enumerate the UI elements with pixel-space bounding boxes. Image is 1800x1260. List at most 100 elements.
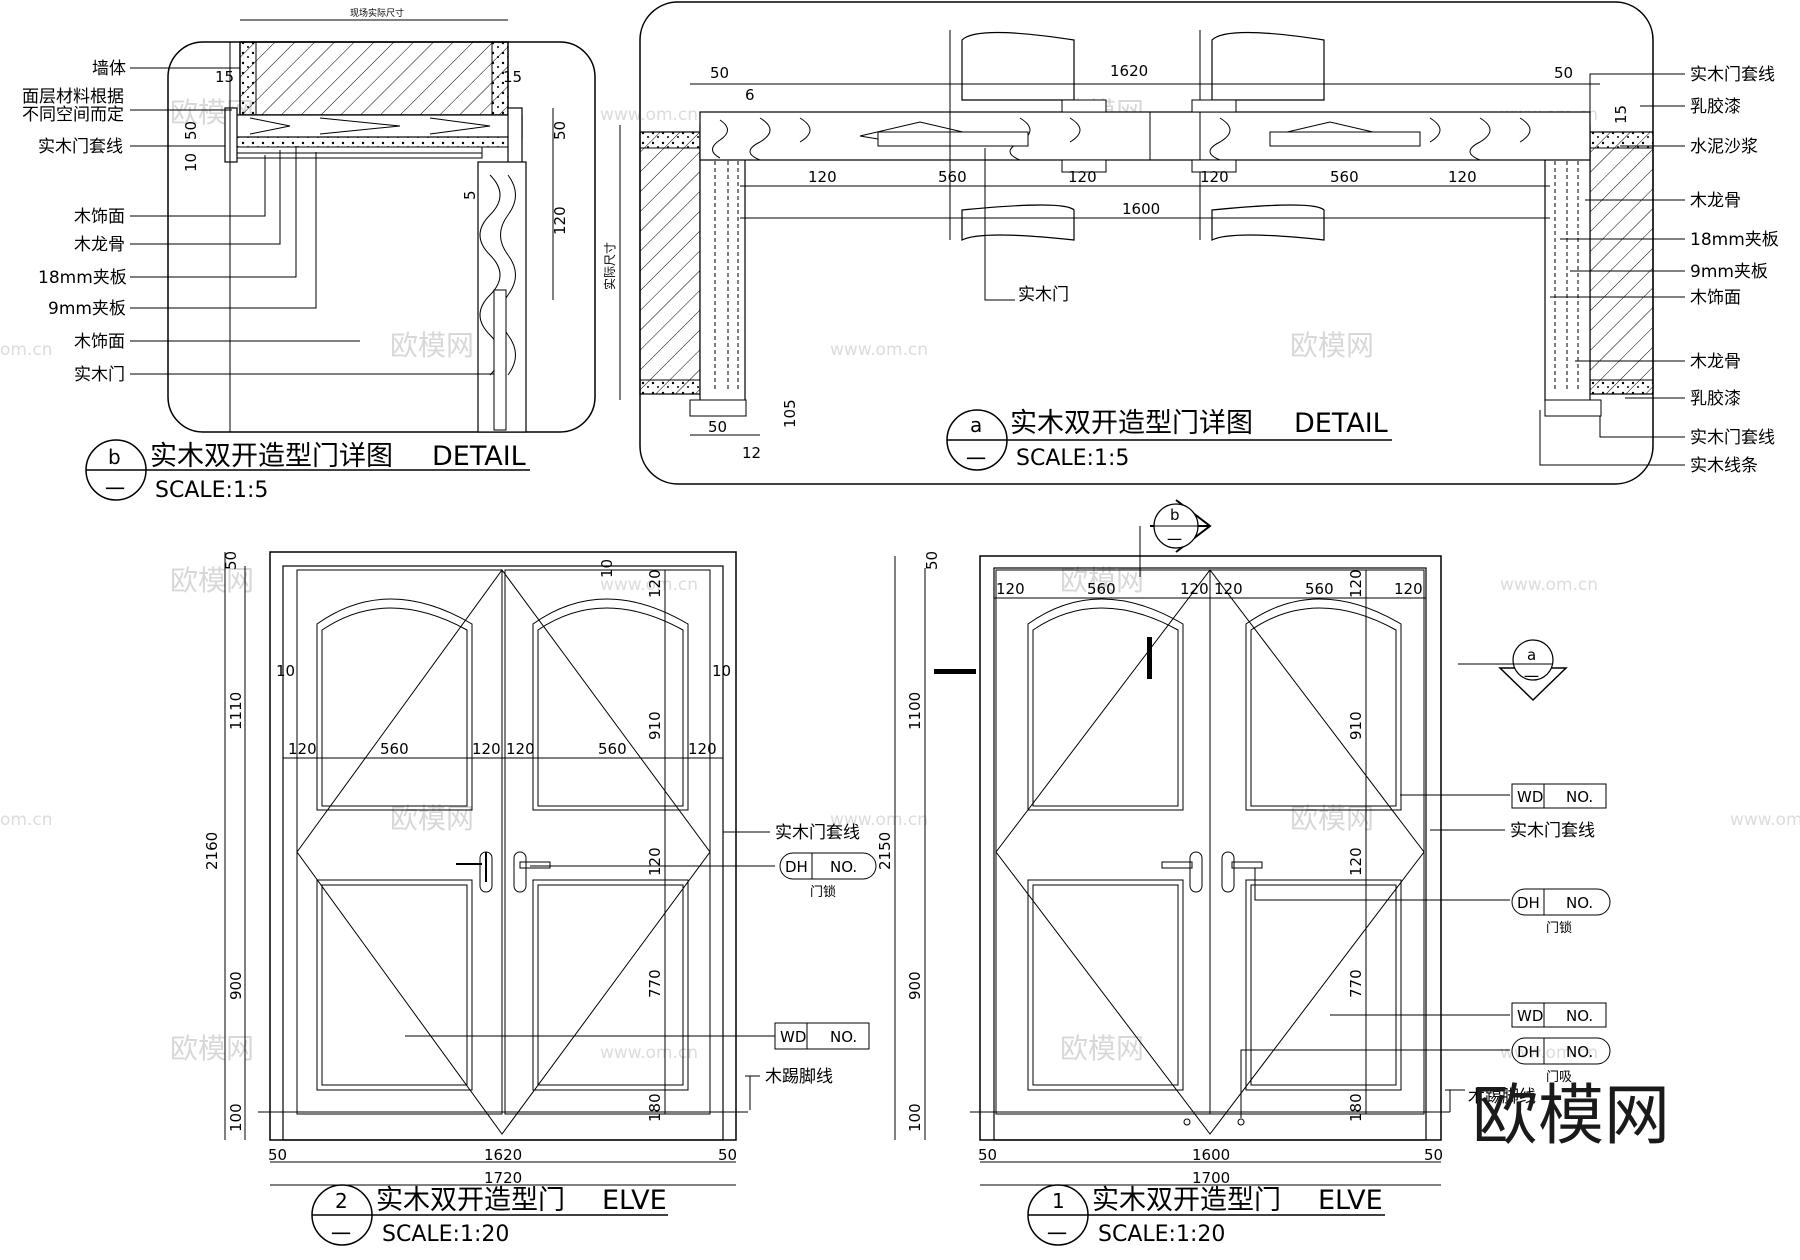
leader-line [1254, 868, 1510, 901]
elev-2-title-en: ELVE [602, 1185, 667, 1216]
dim-15-right: 15 [503, 68, 522, 86]
leader-line [1445, 1089, 1465, 1112]
dim-560: 560 [938, 168, 967, 186]
leader-line [1240, 1049, 1510, 1118]
wood-veneer [231, 152, 483, 159]
label-casing: 实木门套线 [775, 823, 860, 843]
dim-120: 120 [506, 740, 535, 758]
handle-top-left [961, 31, 1075, 101]
dim-1620: 1620 [1110, 62, 1148, 80]
section-marker-a-circle [1512, 639, 1554, 681]
dim-10-left: 10 [276, 662, 295, 680]
watermark-url: www.om.cn [600, 575, 698, 595]
dim-1700: 1700 [1192, 1169, 1230, 1187]
dim-50-right: 50 [551, 121, 569, 140]
handle-top-right [1211, 31, 1325, 101]
tag-lock-label: 门锁 [810, 884, 836, 900]
label-casing: 实木门套线 [1690, 65, 1775, 85]
tag-wd-2 [1511, 1002, 1607, 1028]
dim-2150: 2150 [876, 832, 894, 870]
lower-panel-left [1027, 879, 1184, 1091]
dim-120-top: 120 [1347, 569, 1365, 598]
detail-b: 现场实际尺寸 15 15 50 50 10 5 120 墙体 面层材料根据 不同… [22, 7, 596, 503]
dim-10-top: 10 [598, 559, 616, 578]
brand-logo: 欧模网 [1472, 1077, 1670, 1154]
elev-2-scale: SCALE:1:20 [382, 1222, 509, 1247]
door-stop [1183, 1118, 1191, 1126]
wood-keel-layer [231, 114, 523, 138]
dim-15: 15 [1612, 105, 1630, 124]
watermark-brand: 欧模网 [390, 802, 474, 835]
handle-plate-left [479, 851, 493, 893]
label-18mm: 18mm夹板 [38, 268, 127, 288]
door-casing-inner [282, 565, 724, 1141]
dim-180: 180 [1347, 1093, 1365, 1122]
dim-105: 105 [781, 399, 799, 428]
dim-2160: 2160 [203, 832, 221, 870]
dim-560: 560 [1305, 580, 1334, 598]
elevation-1: b 一 a 一 50 2150 1100 900 100 120 560 120… [876, 499, 1611, 1247]
tag-dh-no-2: NO. [1566, 1043, 1593, 1061]
label-keel: 木龙骨 [1690, 191, 1741, 211]
bottom-casing [1544, 399, 1602, 417]
tag-wd-no: NO. [830, 1028, 857, 1046]
section-a-sub: 一 [1524, 668, 1539, 686]
tag-dh-code: DH [1517, 894, 1540, 912]
handle-bottom-left [961, 204, 1075, 241]
dim-560: 560 [598, 740, 627, 758]
dim-50-right: 50 [718, 1146, 737, 1164]
upper-panel-right-inner [1250, 607, 1397, 807]
elevation-2: 50 2160 1110 900 100 10 10 10 120 560 12… [203, 551, 877, 1247]
watermark-brand: 欧模网 [390, 329, 474, 362]
watermark-brand: 欧模网 [170, 1032, 254, 1065]
plywood-9mm [231, 146, 483, 154]
handle-left [456, 852, 487, 882]
hinge [1191, 99, 1237, 113]
dim-1600: 1600 [1122, 200, 1160, 218]
lower-panel-left [316, 879, 473, 1091]
dim-1720: 1720 [484, 1169, 522, 1187]
watermark-brand: 欧模网 [1290, 329, 1374, 362]
leader-line [745, 1075, 760, 1110]
section-cut-mark [1147, 637, 1152, 679]
dim-560: 560 [1087, 580, 1116, 598]
hinge [1191, 159, 1237, 173]
leader-line [984, 148, 1015, 301]
tag-dh [779, 852, 877, 880]
dim-770: 770 [1347, 969, 1365, 998]
section-b-sub: 一 [1167, 531, 1182, 549]
tag-wd-code: WD [1517, 788, 1543, 806]
solid-door-edge [493, 289, 507, 431]
label-9mm: 9mm夹板 [1690, 262, 1768, 282]
keel-markings [249, 117, 491, 135]
leader-lines [1539, 73, 1685, 466]
label-latex: 乳胶漆 [1690, 97, 1741, 117]
tag-wd-no: NO. [1566, 788, 1593, 806]
dim-6: 6 [745, 86, 755, 104]
badge-letter: b [108, 445, 121, 469]
door-stop [1237, 1118, 1245, 1126]
handle-plate-left [1189, 851, 1203, 893]
bottom-casing [689, 399, 747, 417]
dim-actual-size: 实际尺寸 [602, 242, 617, 290]
label-finish-2: 不同空间而定 [22, 105, 124, 125]
upper-panel-right [1245, 598, 1402, 811]
upper-panel-right [532, 598, 689, 811]
label-9mm: 9mm夹板 [48, 299, 126, 319]
dim-120: 120 [996, 580, 1025, 598]
detail-b-scale: SCALE:1:5 [155, 478, 268, 503]
dim-50-bottom: 50 [708, 418, 727, 436]
badge-sub: 一 [331, 1222, 351, 1246]
dim-120: 120 [1068, 168, 1097, 186]
dim-120: 120 [1180, 580, 1209, 598]
upper-panel-left [1027, 598, 1184, 811]
label-solid-door: 实木门 [1018, 285, 1069, 305]
lower-panel-right-inner [1250, 884, 1397, 1086]
hinge [1061, 159, 1107, 173]
plaster-left [239, 41, 257, 116]
swing-diamond [296, 569, 711, 1135]
dim-900: 900 [227, 971, 245, 1000]
dim-120: 120 [551, 206, 569, 235]
label-casing: 实木门套线 [1510, 821, 1595, 841]
